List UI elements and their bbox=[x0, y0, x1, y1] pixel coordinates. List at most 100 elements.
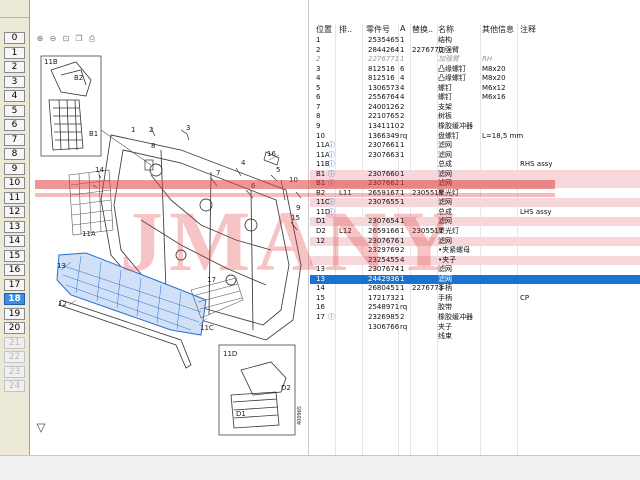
cell-name: 树板 bbox=[438, 112, 452, 121]
column-header[interactable]: 名称 bbox=[438, 25, 454, 34]
print-icon[interactable]: ⎙ bbox=[88, 34, 96, 43]
info-icon[interactable]: ⓘ bbox=[328, 169, 335, 178]
cell-name: 橡胶缓冲器 bbox=[438, 312, 473, 321]
diagram-toolbar: ⊕ ⊖ ⊡ ❐ ⎙ bbox=[35, 34, 97, 46]
row-button-7[interactable]: 7 bbox=[4, 133, 25, 146]
row-button-21[interactable]: 21 bbox=[4, 336, 25, 349]
row-button-4[interactable]: 4 bbox=[4, 90, 25, 102]
row-button-22[interactable]: 22 bbox=[4, 351, 25, 363]
row-button-15[interactable]: 15 bbox=[4, 249, 25, 262]
row-button-11[interactable]: 11 bbox=[4, 191, 25, 204]
info-icon[interactable]: ⓘ bbox=[328, 141, 335, 150]
row-button-17[interactable]: 17 bbox=[4, 278, 25, 291]
column-header[interactable]: 替换.. bbox=[412, 25, 434, 34]
row-button-23[interactable]: 23 bbox=[4, 365, 25, 378]
row-button-6[interactable]: 6 bbox=[4, 119, 25, 131]
row-button-8[interactable]: 8 bbox=[4, 148, 25, 160]
info-icon[interactable]: ⓘ bbox=[328, 198, 335, 207]
column-header[interactable]: A bbox=[400, 24, 406, 33]
row-button-19[interactable]: 19 bbox=[4, 307, 25, 320]
status-strip bbox=[0, 455, 640, 480]
cell-a: 1 bbox=[400, 188, 405, 197]
info-icon[interactable]: ⓘ bbox=[328, 312, 335, 321]
info-icon[interactable]: ⓘ bbox=[328, 150, 335, 159]
fit-icon[interactable]: ⊡ bbox=[62, 34, 70, 43]
row-button-24[interactable]: 24 bbox=[4, 380, 25, 392]
cell-a: 1 bbox=[400, 45, 405, 54]
column-header[interactable]: 位置 bbox=[316, 25, 332, 34]
row-button-18[interactable]: 18 bbox=[4, 293, 25, 305]
row-button-10[interactable]: 10 bbox=[4, 177, 25, 189]
row-button-20[interactable]: 20 bbox=[4, 322, 25, 334]
lamp-assembly-11d bbox=[230, 361, 287, 429]
cell-a: 4 bbox=[400, 83, 405, 92]
grille-mesh-11c bbox=[190, 277, 244, 319]
info-icon[interactable]: ⓘ bbox=[328, 207, 335, 216]
row-button-9[interactable]: 9 bbox=[4, 162, 25, 175]
row-button-14[interactable]: 14 bbox=[4, 235, 25, 247]
cell-name: 滤网 bbox=[438, 169, 452, 178]
zoom-out-icon[interactable]: ⊖ bbox=[49, 34, 57, 43]
copy-icon[interactable]: ❐ bbox=[75, 34, 83, 43]
row-button-2[interactable]: 2 bbox=[4, 61, 25, 73]
row-column-header bbox=[0, 0, 29, 18]
info-icon[interactable]: ⓘ bbox=[328, 160, 335, 169]
cell-name: 加强臂 bbox=[438, 55, 459, 64]
column-header[interactable]: 其他信息 bbox=[482, 25, 514, 34]
column-header[interactable]: 零件号 bbox=[366, 25, 390, 34]
cell-a: 6 bbox=[400, 64, 405, 73]
parts-diagram[interactable]: ⊕ ⊖ ⊡ ❐ ⎙ bbox=[31, 0, 309, 455]
cell-note: RHS assy bbox=[520, 160, 553, 169]
cell-part: 2442936 bbox=[368, 274, 400, 283]
zoom-in-icon[interactable]: ⊕ bbox=[36, 34, 44, 43]
row-button-0[interactable]: 0 bbox=[4, 32, 25, 44]
svg-text:15: 15 bbox=[291, 214, 300, 222]
cell-note: CP bbox=[520, 293, 530, 302]
column-header[interactable]: 排.. bbox=[339, 25, 353, 34]
row-button-5[interactable]: 5 bbox=[4, 104, 25, 117]
column-header[interactable]: 注释 bbox=[520, 25, 536, 34]
info-icon[interactable]: ⓘ bbox=[328, 179, 335, 188]
cell-part: 1366349 bbox=[368, 131, 400, 140]
row-button-3[interactable]: 3 bbox=[4, 75, 25, 88]
row-button-1[interactable]: 1 bbox=[4, 46, 25, 59]
cell-part: 2400126 bbox=[368, 102, 400, 111]
cell-part: 2307654 bbox=[368, 217, 400, 226]
row-button-13[interactable]: 13 bbox=[4, 220, 25, 233]
row-button-12[interactable]: 12 bbox=[4, 206, 25, 218]
row-button-16[interactable]: 16 bbox=[4, 264, 25, 276]
table-row[interactable]: 线束 bbox=[310, 332, 640, 341]
